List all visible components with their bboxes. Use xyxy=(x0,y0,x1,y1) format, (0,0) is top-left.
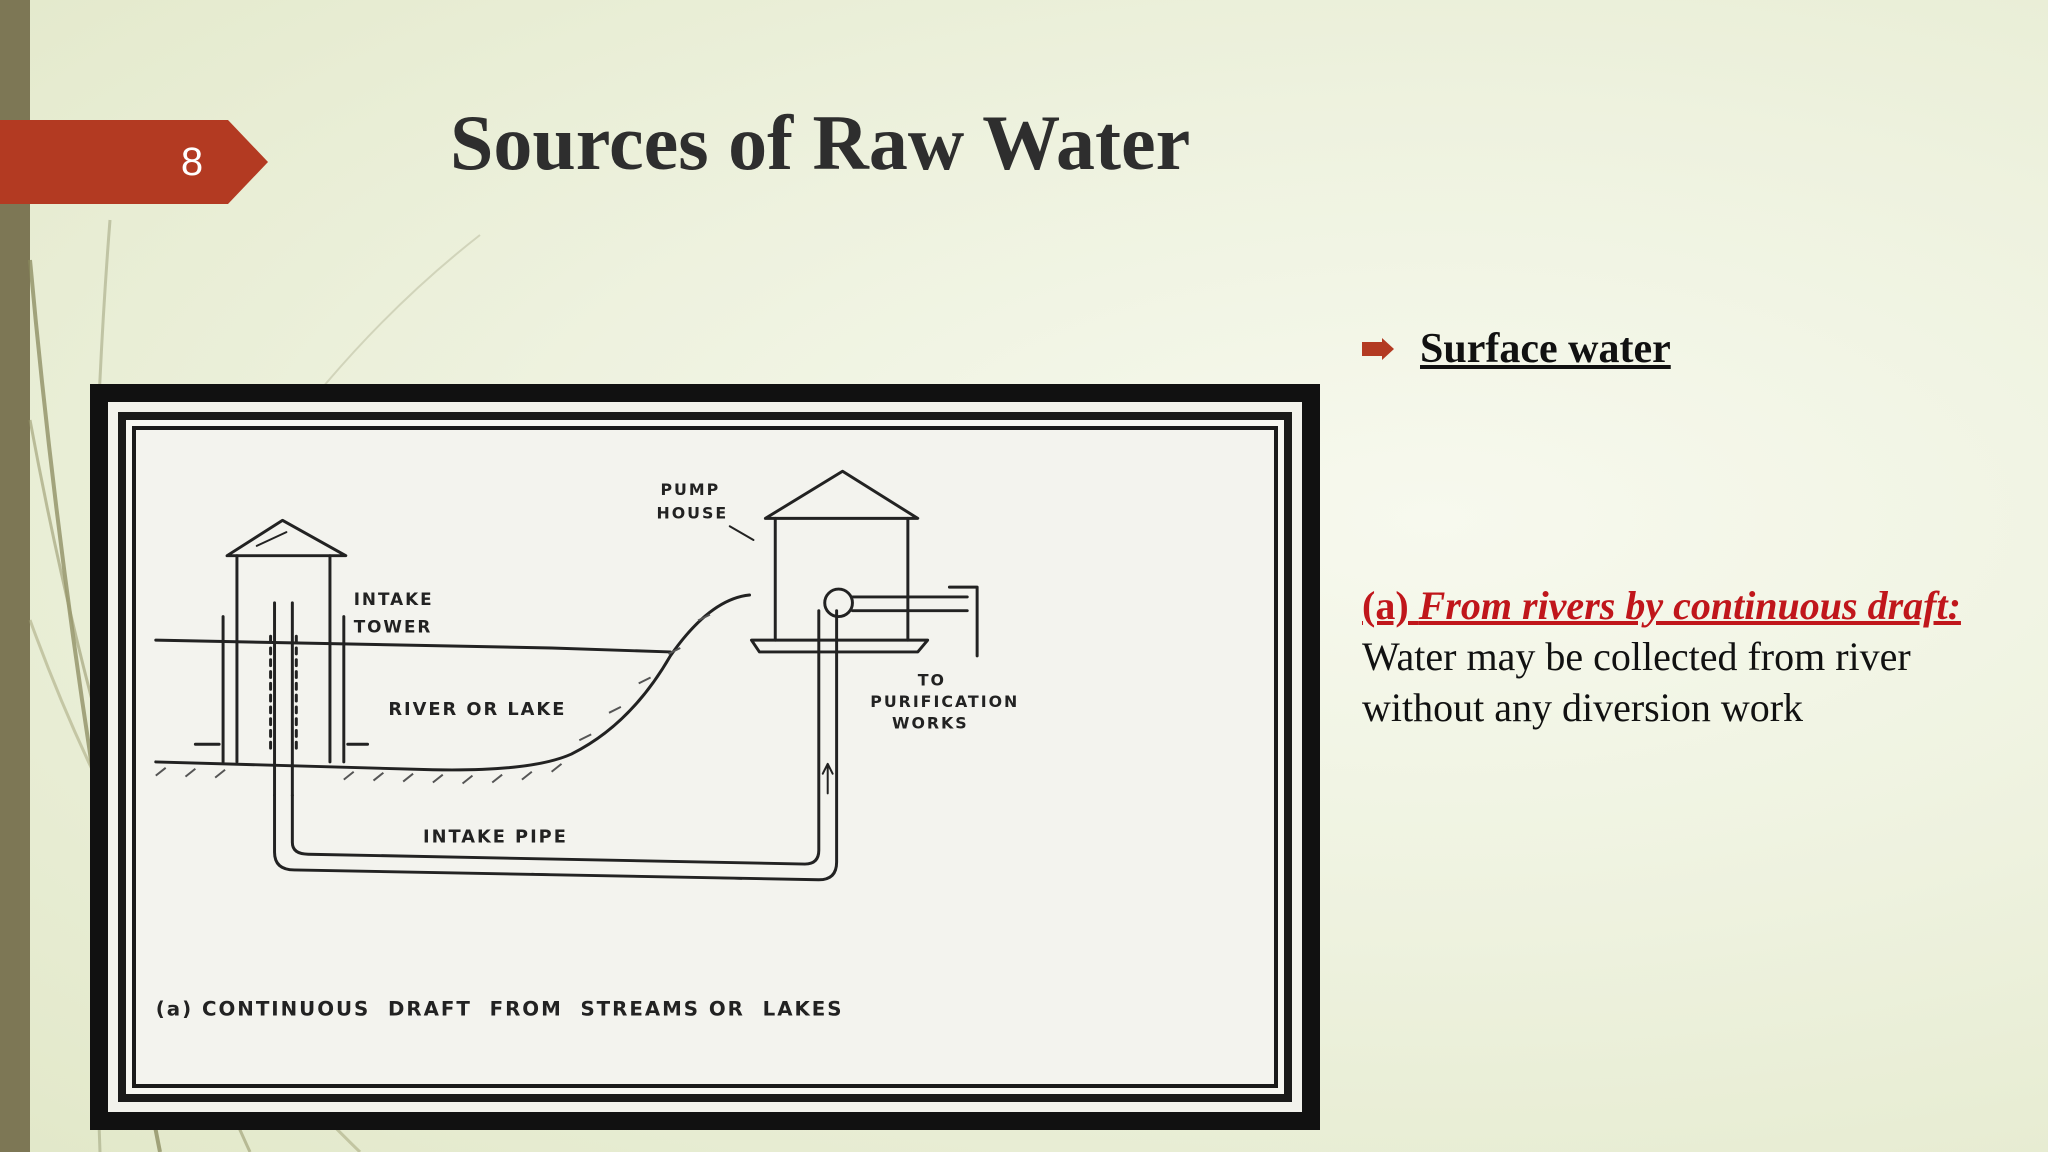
label-pump-house-1: PUMP xyxy=(660,480,720,499)
intake-tower-walls xyxy=(235,554,332,764)
bullet-surface-water: Surface water xyxy=(1362,325,1671,373)
label-to-1: TO xyxy=(918,670,946,689)
arrow-bullet-icon xyxy=(1362,338,1394,360)
figure-frame: PUMP HOUSE INTAKE TOWER RIVER OR LAKE TO… xyxy=(90,384,1320,1130)
label-to-3: WORKS xyxy=(892,714,969,733)
intake-diagram: PUMP HOUSE INTAKE TOWER RIVER OR LAKE TO… xyxy=(136,430,1274,1084)
slide-title: Sources of Raw Water xyxy=(450,99,1191,186)
label-intake-tower-1: INTAKE xyxy=(354,589,434,609)
label-to-2: PURIFICATION xyxy=(870,692,1019,711)
label-intake-tower-2: TOWER xyxy=(354,616,433,636)
label-intake-pipe: INTAKE PIPE xyxy=(423,827,568,847)
figure-caption: (a) CONTINUOUS DRAFT FROM STREAMS OR LAK… xyxy=(156,997,844,1020)
water-surface-line xyxy=(154,638,672,654)
pump-house-walls xyxy=(773,516,910,642)
pump-house-roof xyxy=(763,469,920,520)
paragraph-river-draft: (a) From rivers by continuous draft: Wat… xyxy=(1362,580,2002,733)
slide-number-tag xyxy=(0,120,268,204)
ground-line xyxy=(154,593,752,772)
slide-number: 8 xyxy=(180,140,204,184)
intake-shaft xyxy=(273,601,294,797)
bullet-text: Surface water xyxy=(1420,326,1671,372)
para-body: Water may be collected from river withou… xyxy=(1362,634,1911,730)
label-river-or-lake: RIVER OR LAKE xyxy=(388,700,566,720)
para-heading: From rivers by continuous draft: xyxy=(1418,583,1961,628)
pump-house-base xyxy=(750,638,930,654)
intake-tower-roof xyxy=(225,518,348,558)
label-pump-house-2: HOUSE xyxy=(657,503,729,522)
para-prefix: (a) xyxy=(1362,583,1419,628)
pump xyxy=(823,587,854,619)
